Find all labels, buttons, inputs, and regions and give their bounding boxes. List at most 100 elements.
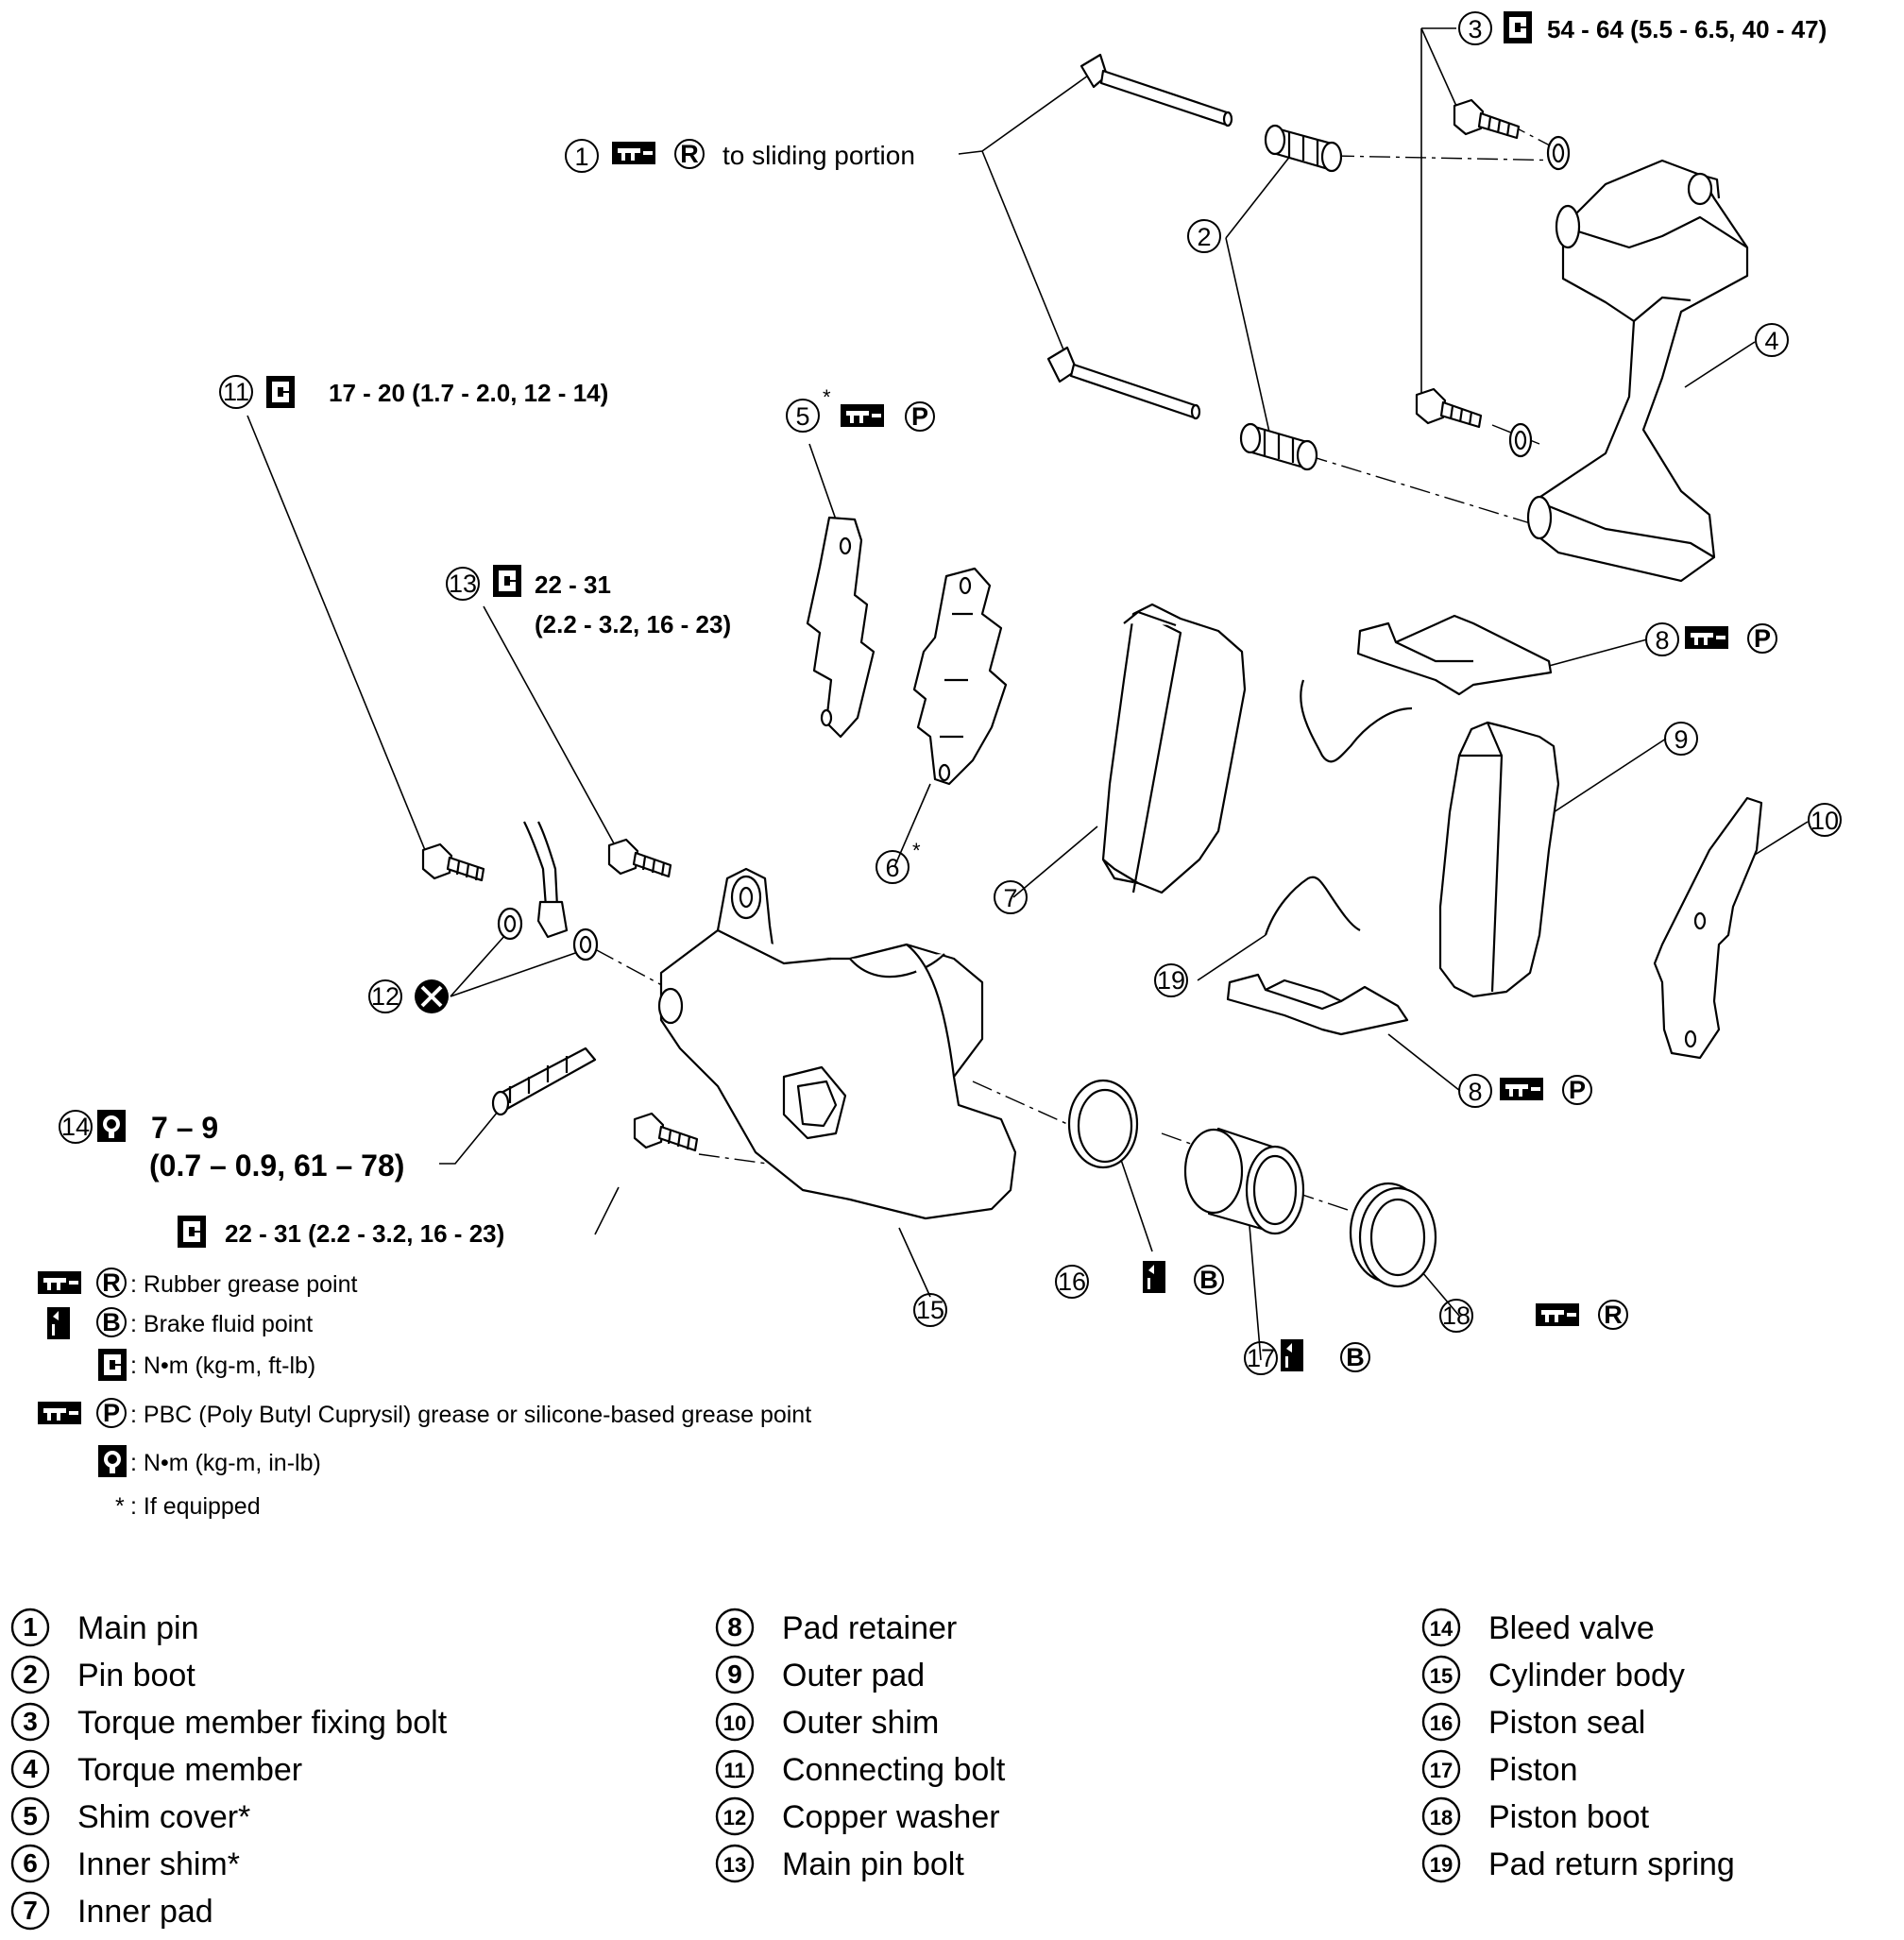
callout-3-torque: 54 - 64 (5.5 - 6.5, 40 - 47) [1547,15,1827,43]
grease-gun-icon [38,1271,81,1294]
callout-11-torque: 17 - 20 (1.7 - 2.0, 12 - 14) [329,379,608,407]
brake-hose [523,821,569,939]
parts-list-name: Pad retainer [782,1610,957,1646]
parts-list-name: Torque member [77,1752,302,1788]
parts-list-number: 2 [23,1659,38,1689]
parts-list-number: 8 [727,1612,742,1642]
pin-boot-upper [1264,124,1343,173]
piston-seal [1067,1079,1139,1169]
torque-wrench-icon [266,376,295,408]
key-torque-ftlb: : N•m (kg-m, ft-lb) [98,1349,315,1381]
parts-list-number: 13 [723,1853,746,1877]
parts-list-name: Outer pad [782,1658,925,1693]
main-pin-upper [1080,53,1233,128]
parts-list-name: Piston seal [1488,1705,1645,1741]
grease-gun-icon [1500,1078,1543,1100]
pbc-grease-symbol: P [1569,1076,1586,1104]
key-if-equipped: * : If equipped [115,1493,261,1520]
torque-member-bolt-upper [1453,98,1571,171]
leader-lines [246,27,1809,1361]
key-if-equipped-text: : If equipped [130,1493,261,1520]
connecting-bolt [421,842,485,882]
pad-retainer-lower [1226,973,1409,1036]
parts-list-number: 3 [23,1707,38,1736]
parts-list-item: 8 Pad retainer [715,1608,957,1647]
callout-19: 19 [1154,963,1188,997]
parts-list-number: 19 [1430,1853,1453,1877]
callout-4: 4 [1755,323,1789,357]
callout-5-number: 5 [795,402,809,431]
parts-list-name: Main pin bolt [782,1846,964,1882]
parts-list-name: Pin boot [77,1658,196,1693]
key-brake-fluid-text: : Brake fluid point [130,1311,313,1337]
parts-list-item: 2 Pin boot [10,1655,196,1694]
callout-10-number: 10 [1810,807,1839,835]
parts-list-item: 7 Inner pad [10,1891,213,1931]
main-pin-lower [1046,346,1201,420]
key-rubber-grease: R : Rubber grease point [38,1268,357,1298]
key-pbc-text: : PBC (Poly Butyl Cuprysil) grease or si… [130,1402,811,1428]
parts-list-number: 7 [23,1896,38,1925]
parts-list-number: 4 [23,1754,38,1783]
parts-list-name: Shim cover* [77,1799,250,1835]
main-pin-bolt-lower [633,1112,699,1152]
symbol-key: R : Rubber grease point B : Brake fluid … [38,1268,811,1520]
callout-9: 9 [1664,722,1698,756]
parts-list-number-circle [715,1796,755,1836]
parts-list-name: Copper washer [782,1799,1000,1835]
parts-list-name: Pad return spring [1488,1846,1735,1882]
pad-return-spring [1264,876,1361,936]
key-rubber-grease-text: : Rubber grease point [130,1271,357,1298]
copper-washer-b [572,927,599,961]
callout-11-number: 11 [223,378,249,406]
callout-16: 16 B [1055,1261,1224,1299]
parts-list-number-circle [10,1702,50,1742]
callout-3-number: 3 [1468,15,1482,43]
parts-list-number-circle [1421,1844,1461,1883]
inner-shim [912,567,1008,786]
rubber-grease-symbol: R [102,1268,121,1297]
parts-list-number-circle [10,1844,50,1883]
inner-pad [1101,603,1247,894]
callout-10: 10 [1808,803,1842,837]
parts-list-number-circle [1421,1655,1461,1694]
torque-wrench-filled-icon [97,1110,126,1142]
parts-list-number-circle [715,1749,755,1789]
key-torque-inlb-text: : N•m (kg-m, in-lb) [130,1450,321,1476]
parts-list-name: Inner pad [77,1894,213,1930]
outer-pad [1438,721,1560,998]
grease-gun-icon [841,404,884,427]
brake-fluid-icon [1281,1339,1303,1371]
callout-8-lower-number: 8 [1468,1078,1482,1106]
parts-list-number-circle [715,1655,755,1694]
parts-list-item: 4 Torque member [10,1749,302,1789]
cylinder-body [657,867,1017,1220]
piston [1183,1127,1305,1235]
parts-list-number-circle [1421,1796,1461,1836]
parts-list-number: 14 [1430,1617,1454,1641]
parts-list-item: 19 Pad return spring [1421,1844,1735,1883]
key-torque-inlb: : N•m (kg-m, in-lb) [98,1445,321,1477]
callout-2-number: 2 [1197,223,1211,251]
parts-list-name: Torque member fixing bolt [77,1705,448,1741]
parts-list-number-circle [1421,1608,1461,1647]
callout-16-number: 16 [1058,1268,1086,1296]
callout-17: 17 B [1244,1339,1370,1375]
parts-list-name: Piston [1488,1752,1578,1788]
parts-list-number-circle [10,1891,50,1931]
torque-member [1526,159,1749,583]
parts-list-number-circle [715,1608,755,1647]
key-pbc-grease: P : PBC (Poly Butyl Cuprysil) grease or … [38,1398,811,1428]
callout-13: 13 22 - 31 (2.2 - 3.2, 16 - 23) [446,565,731,638]
parts-list-number: 5 [23,1801,38,1830]
callout-14-torque-line2: (0.7 – 0.9, 61 – 78) [149,1149,404,1183]
parts-list-item: 5 Shim cover* [10,1796,250,1836]
callout-8-upper: 8 P [1645,622,1777,656]
callout-1-number: 1 [574,143,588,171]
